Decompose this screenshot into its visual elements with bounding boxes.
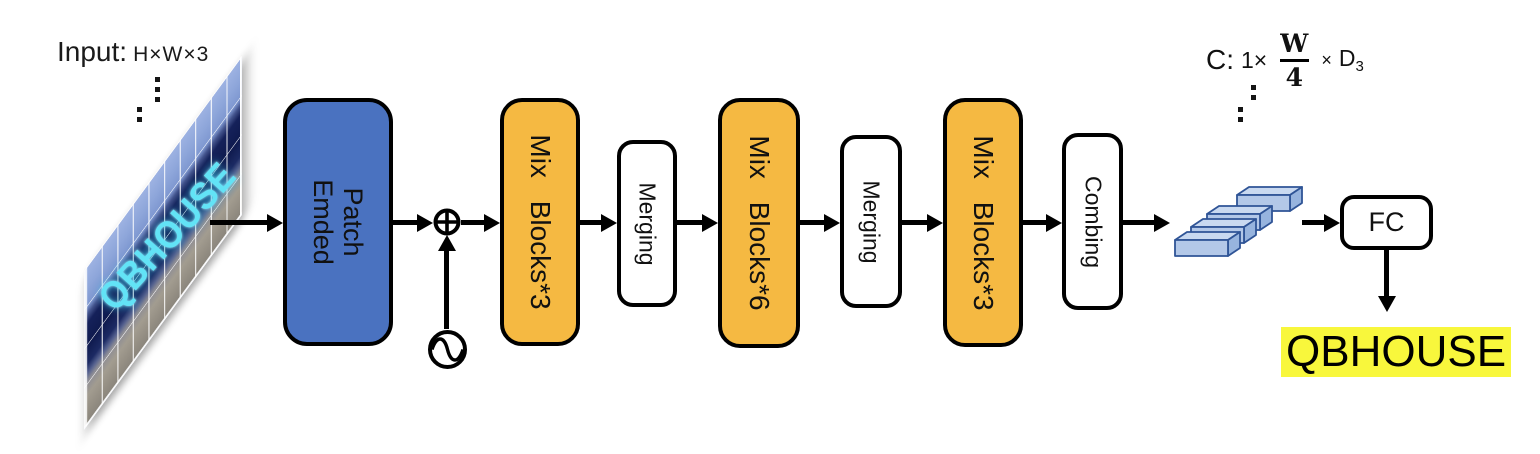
recognition-result: QBHOUSE <box>1281 327 1512 377</box>
mix-blocks-3-block: Mix Blocks*3 <box>943 98 1023 347</box>
fraction-denominator: 4 <box>1279 58 1309 90</box>
combing-block: Combing <box>1062 133 1123 310</box>
feature-maps-graphic <box>1174 186 1303 257</box>
fc-block: FC <box>1340 195 1433 250</box>
arrow-merging1-to-mix2 <box>677 213 718 232</box>
arrow-patch-to-add <box>393 213 433 232</box>
patch-embed-label: Patch Emded <box>308 179 369 265</box>
arrow-merging2-to-mix3 <box>902 213 943 232</box>
merging-1-label: Merging <box>634 181 661 266</box>
positional-encoding-icon <box>428 330 467 369</box>
arrow-mix1-to-merging1 <box>580 213 617 232</box>
arrow-mix2-to-merging2 <box>800 213 840 232</box>
mix-blocks-3-label: Mix Blocks*3 <box>968 134 999 311</box>
factor-text: 1× <box>1241 46 1268 73</box>
merging-2-block: Merging <box>840 135 902 308</box>
dim-text: D3 <box>1338 45 1364 75</box>
dim-subscript: 3 <box>1355 58 1364 75</box>
feature-map-cuboid <box>1174 231 1241 257</box>
arrow-combing-to-features <box>1123 213 1170 232</box>
arrow-posenc-to-add <box>437 235 456 329</box>
merging-1-block: Merging <box>617 140 677 307</box>
add-icon <box>433 208 461 236</box>
merging-2-label: Merging <box>858 179 885 264</box>
combing-label: Combing <box>1080 175 1106 268</box>
c-prefix: C: <box>1206 44 1234 75</box>
mix-blocks-1-block: Mix Blocks*3 <box>500 98 580 346</box>
fraction-w-over-4: W 4 <box>1274 31 1314 90</box>
patch-embed-block: Patch Emded <box>283 98 393 346</box>
mix-blocks-1-label: Mix Blocks*3 <box>525 134 556 310</box>
input-label-text: Input: <box>57 36 128 67</box>
times-sign: × <box>1321 49 1332 70</box>
input-label: Input:H×W×3 <box>57 36 209 68</box>
fc-label: FC <box>1368 207 1405 237</box>
mix-blocks-2-label: Mix Blocks*6 <box>744 135 775 311</box>
arrow-mix3-to-combing <box>1023 213 1062 232</box>
fraction-numerator: W <box>1280 28 1309 58</box>
output-dims-label: C: 1× W 4 × D3 <box>1206 28 1364 92</box>
arrow-image-to-patch <box>210 213 283 232</box>
arrow-fc-to-result <box>1377 250 1396 312</box>
arrow-features-to-fc <box>1302 213 1340 232</box>
mix-blocks-2-block: Mix Blocks*6 <box>718 98 800 348</box>
arrow-add-to-mix1 <box>461 213 500 232</box>
input-dims-text: H×W×3 <box>133 43 210 66</box>
